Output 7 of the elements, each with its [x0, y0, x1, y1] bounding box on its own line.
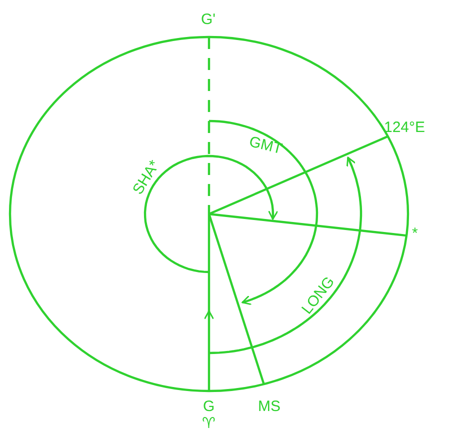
diagram-label: GMT [248, 134, 284, 157]
diagram-label: * [412, 226, 418, 241]
diagram-label: G [203, 399, 215, 414]
diagram-label: G' [201, 12, 216, 27]
diagram-label: 124°E [384, 120, 426, 135]
diagram-label: ♈ [202, 416, 216, 431]
diagram-label: MS [258, 399, 280, 414]
